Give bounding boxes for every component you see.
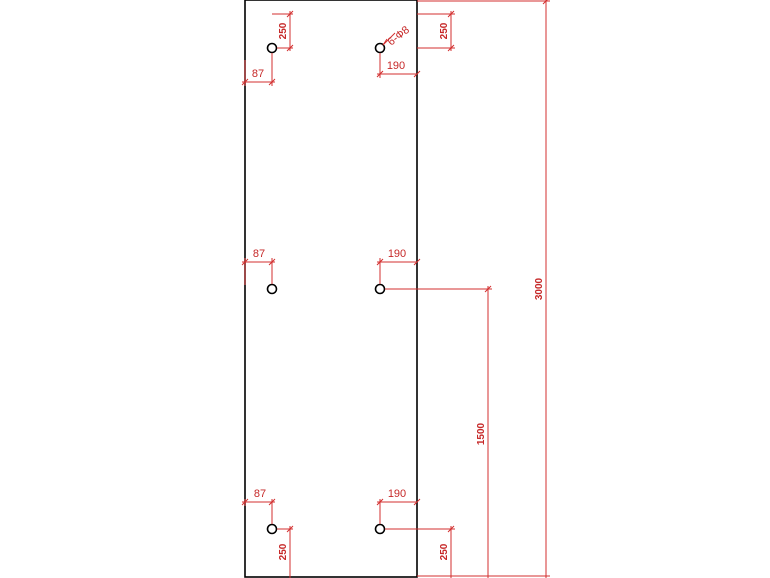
dim-label-1500: 1500: [476, 422, 487, 445]
dim-label-bot-right-190: 190: [388, 488, 406, 500]
dim-label-top-right-250: 250: [439, 22, 450, 39]
dim-mid-left-87: 87: [241, 248, 276, 285]
dim-label-bot-left-250: 250: [278, 543, 289, 560]
dim-top-right-250: 250: [417, 10, 455, 52]
dim-bot-left-250: 250: [277, 525, 294, 578]
dim-bot-right-250: 250: [385, 525, 455, 578]
dim-3000: 3000: [417, 0, 550, 578]
dim-top-left-250: 250: [272, 10, 294, 52]
hole-bottom-left: [266, 523, 278, 535]
hole-top-left: [266, 42, 278, 54]
hole-middle-right: [374, 283, 386, 295]
dim-1500: 1500: [385, 285, 492, 578]
dim-label-mid-left-87: 87: [253, 248, 265, 260]
dim-top-right-190: 190: [376, 53, 421, 78]
dim-bot-left-87: 87: [241, 488, 276, 524]
dim-bot-right-190: 190: [376, 488, 421, 524]
dim-label-top-left-250: 250: [278, 22, 289, 39]
hole-top-right: [374, 42, 386, 54]
dim-label-top-left-87: 87: [252, 68, 264, 80]
hole-middle-left: [266, 283, 278, 295]
dim-top-left-87: 87: [241, 53, 276, 86]
dim-label-mid-right-190: 190: [388, 248, 406, 260]
dim-label-top-right-190: 190: [387, 60, 405, 72]
hole-bottom-right: [374, 523, 386, 535]
dim-mid-right-190: 190: [376, 248, 421, 284]
dim-label-3000: 3000: [534, 277, 545, 300]
dim-label-bot-right-250: 250: [439, 543, 450, 560]
dim-label-bot-left-87: 87: [254, 488, 266, 500]
